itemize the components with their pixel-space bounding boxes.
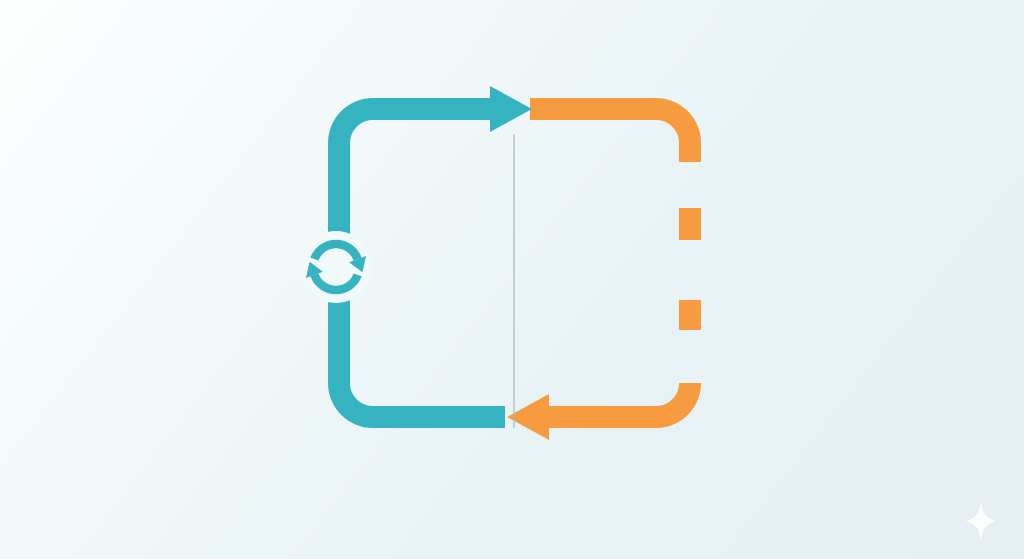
teal-arrowhead-right (490, 86, 532, 132)
sparkle-icon (966, 502, 996, 540)
orange-loop-top-right-segment (530, 98, 701, 162)
orange-arrowhead-left (507, 394, 549, 440)
orange-loop-bottom-right-segment (549, 382, 701, 428)
loop-arrows-icon (300, 231, 372, 303)
